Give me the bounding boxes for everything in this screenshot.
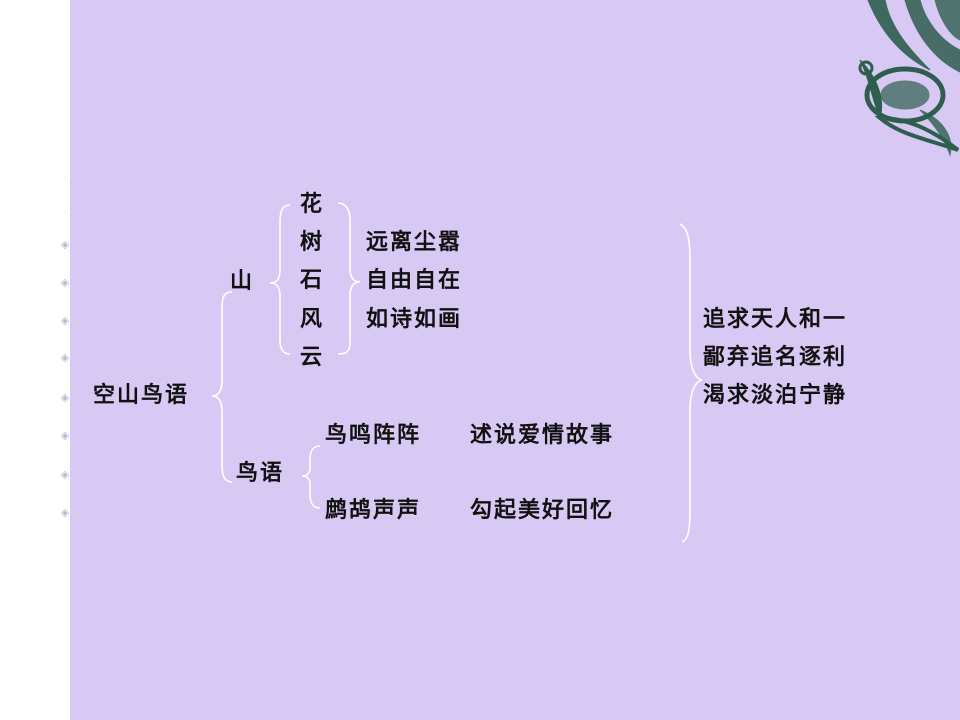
left-margin-strip	[0, 0, 70, 720]
bird-sound-1: 鸟鸣阵阵	[325, 423, 422, 448]
bullet-diamond-icon: ◈	[60, 314, 70, 327]
bullet-diamond-icon: ◈	[60, 468, 70, 481]
bullet-dot: ·	[64, 209, 66, 216]
mountain-node: 山	[230, 269, 255, 294]
bird-meaning-1: 述说爱情故事	[470, 423, 615, 448]
bullet-diamond-icon: ◈	[60, 391, 70, 404]
bird-sound-2: 鹧鸪声声	[325, 498, 422, 523]
item-stone: 石	[300, 268, 325, 293]
bullet-diamond-icon: ◈	[60, 276, 70, 289]
description-1: 远离尘嚣	[366, 230, 463, 255]
conclusion-bracket	[679, 223, 703, 543]
bullet-diamond-icon: ◈	[60, 238, 70, 251]
item-tree: 树	[300, 230, 325, 255]
conclusion-2: 鄙弃追名逐利	[703, 345, 848, 370]
bird-meaning-2: 勾起美好回忆	[470, 498, 615, 523]
bullet-diamond-icon: ◈	[60, 429, 70, 442]
item-cloud: 云	[300, 345, 325, 370]
bird-bracket	[301, 445, 321, 509]
bullet-diamond-icon: ◈	[60, 351, 70, 364]
bird-language-node: 鸟语	[236, 461, 285, 486]
conclusion-1: 追求天人和一	[703, 307, 848, 332]
bullet-diamond-icon: ◈	[60, 506, 70, 519]
description-2: 自由自在	[366, 268, 463, 293]
root-node: 空山鸟语	[93, 383, 190, 408]
item-wind: 风	[300, 307, 325, 332]
items-bracket-right	[337, 202, 361, 355]
bullet-dot: ·	[64, 175, 66, 182]
root-bracket	[211, 291, 233, 483]
item-flower: 花	[300, 192, 325, 217]
description-3: 如诗如画	[366, 307, 463, 332]
conclusion-3: 渴求淡泊宁静	[703, 383, 848, 408]
items-bracket-left	[269, 204, 291, 355]
